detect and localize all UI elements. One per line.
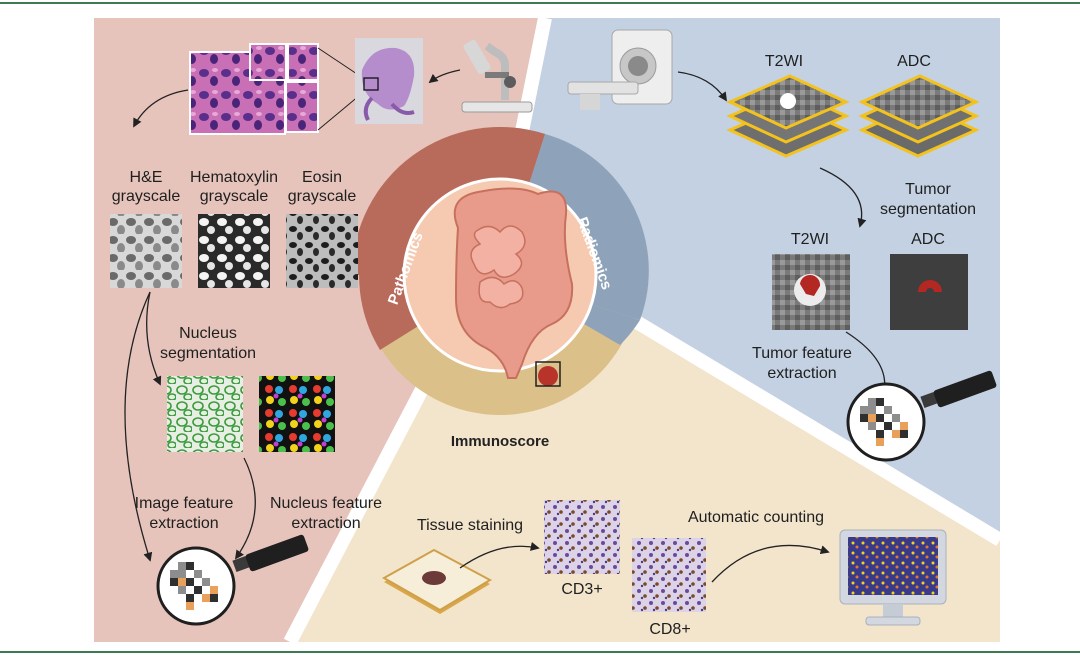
eosin-grayscale-label-2: grayscale (288, 188, 357, 205)
nucleus-segmentation-label-1: Nucleus (179, 325, 237, 342)
colon-icon (453, 187, 574, 387)
nucleus-feature-label-1: Nucleus feature (270, 495, 382, 512)
t2wi-stack-label: T2WI (765, 53, 803, 70)
he-grayscale-label-2: grayscale (112, 188, 181, 205)
nucleus-color-map-image (259, 376, 335, 452)
cd8-label: CD8+ (649, 621, 690, 638)
cd3-label: CD3+ (561, 581, 602, 598)
he-grayscale-image (110, 214, 182, 288)
whole-slide-image (355, 38, 423, 124)
tumor-segmentation-label-1: Tumor (905, 181, 951, 198)
nucleus-outline-image (167, 376, 243, 452)
tumor-segmentation-label-2: segmentation (880, 201, 976, 218)
automatic-counting-label: Automatic counting (688, 509, 824, 526)
immunoscore-ring-label: Immunoscore (451, 433, 549, 450)
t2wi-seg-label: T2WI (791, 231, 829, 248)
tumor-feature-label-2: extraction (767, 365, 836, 382)
microscope-icon (461, 39, 533, 113)
image-feature-label-2: extraction (149, 515, 218, 532)
mri-scanner-icon (567, 29, 673, 110)
hematoxylin-grayscale-image (198, 214, 270, 288)
hematoxylin-grayscale-label-1: Hematoxylin (190, 169, 278, 186)
he-grayscale-label-1: H&E (130, 169, 163, 186)
tissue-slide-icon (381, 548, 493, 614)
tissue-staining-label: Tissue staining (417, 517, 523, 534)
eosin-grayscale-label-1: Eosin (302, 169, 342, 186)
tumor-feature-label-1: Tumor feature (752, 345, 852, 362)
t2wi-image-stack (726, 74, 850, 158)
he-patch-tiles (189, 43, 319, 135)
image-feature-label-1: Image feature (135, 495, 234, 512)
nucleus-segmentation-label-2: segmentation (160, 345, 256, 362)
radiomics-magnifier-icon (846, 370, 997, 462)
adc-stack-label: ADC (897, 53, 931, 70)
monitor-icon (839, 529, 947, 626)
pathomics-magnifier-icon (156, 534, 309, 626)
cd3-stained-image (544, 500, 620, 574)
t2wi-segmented-image (772, 254, 850, 330)
adc-seg-label: ADC (911, 231, 945, 248)
cd8-stained-image (632, 538, 706, 612)
hematoxylin-grayscale-label-2: grayscale (200, 188, 269, 205)
eosin-grayscale-image (286, 214, 358, 288)
nucleus-feature-label-2: extraction (291, 515, 360, 532)
adc-image-stack (858, 74, 980, 158)
adc-segmented-image (890, 254, 968, 330)
